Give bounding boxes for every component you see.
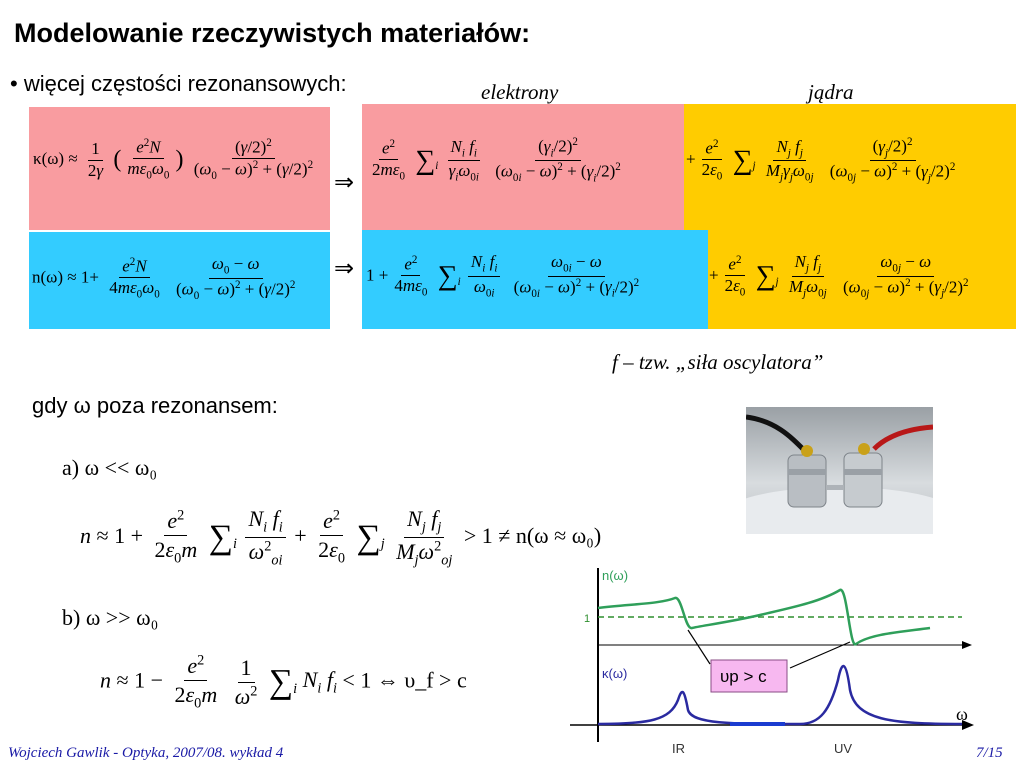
kappa-lhs: κ(ω) ≈ bbox=[33, 149, 78, 169]
dispersion-graph: υp > c n(ω) κ(ω) 1 ω IR UV bbox=[570, 568, 974, 756]
ir-label: IR bbox=[672, 741, 685, 756]
badge-text: υp > c bbox=[720, 667, 767, 686]
uv-label: UV bbox=[834, 741, 852, 756]
page-title: Modelowanie rzeczywistych materiałów: bbox=[14, 18, 531, 48]
kappa-axis-label: κ(ω) bbox=[602, 666, 627, 681]
omega-label: ω bbox=[956, 704, 968, 724]
off-resonance-heading: gdy ω poza rezonansem: bbox=[32, 393, 278, 418]
oscillator-strength-note: f – tzw. „siła oscylatora” bbox=[612, 350, 824, 374]
label-nuclei: jądra bbox=[808, 80, 854, 104]
electrode-photo bbox=[746, 407, 933, 534]
bullet-more-resonances: • więcej częstości rezonansowych: bbox=[10, 71, 347, 96]
phase-velocity-badge bbox=[710, 659, 788, 693]
implies-arrow-1: ⇒ bbox=[334, 168, 355, 196]
n-lhs: n(ω) ≈ 1+ bbox=[32, 267, 99, 287]
case-a-label: a) ω << ω₀ bbox=[62, 455, 158, 480]
badge-arrow-uv bbox=[789, 641, 851, 669]
label-electrons: elektrony bbox=[481, 80, 559, 104]
n-omega-curve bbox=[597, 588, 931, 646]
electrode-photo-illustration bbox=[746, 414, 933, 534]
case-a-result: > 1 ≠ n(ω ≈ ω₀) bbox=[463, 522, 602, 548]
implies-arrow-2: ⇒ bbox=[334, 254, 355, 282]
kappa-omega-curve bbox=[597, 665, 963, 726]
footer-page-number: 7/15 bbox=[976, 745, 1003, 761]
case-b-label: b) ω >> ω₀ bbox=[62, 605, 159, 630]
footer-author: Wojciech Gawlik - Optyka, 2007/08. wykła… bbox=[8, 745, 284, 761]
axis-arrow-icon bbox=[962, 720, 974, 730]
badge-arrow-ir bbox=[687, 629, 711, 665]
case-b-result: < 1 ⇔ υ_f > c bbox=[342, 667, 467, 693]
mid-axis-arrow-icon bbox=[962, 641, 972, 649]
one-label: 1 bbox=[584, 613, 590, 625]
n-axis-label: n(ω) bbox=[602, 568, 628, 583]
